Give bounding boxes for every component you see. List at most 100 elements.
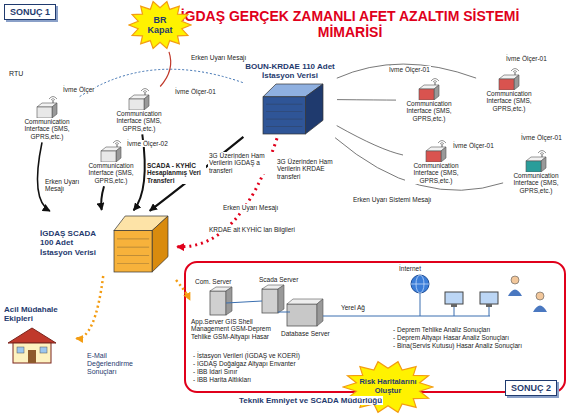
device-icon bbox=[438, 141, 446, 145]
annotation-label: Yerel Ağ bbox=[340, 304, 366, 311]
monitor bbox=[480, 292, 498, 304]
annotation-label: Com. Server bbox=[194, 278, 232, 285]
com-server-icon bbox=[210, 287, 232, 315]
house-icon bbox=[28, 350, 36, 363]
annotation-label: E-Mail Değerlendirme Sonuçları bbox=[86, 352, 148, 376]
annotation-label: Erken Uyarı Mesajı bbox=[44, 178, 90, 193]
starburst-shape bbox=[129, 2, 191, 49]
annotation-label: - İGDAŞ Doğalgaz Altyapı Envanter bbox=[192, 360, 297, 367]
device-label: Communication Interface (SMS, GPRS,etc.) bbox=[478, 90, 540, 112]
annotation-label: Database Server bbox=[280, 330, 331, 337]
server-tower bbox=[262, 289, 278, 313]
scada-icon bbox=[117, 255, 149, 256]
device-icon bbox=[514, 75, 519, 90]
device-icon bbox=[416, 78, 442, 100]
annotation-label: İnternet bbox=[398, 265, 422, 272]
computer-icons bbox=[445, 292, 498, 307]
user-icons bbox=[508, 276, 547, 312]
connector bbox=[335, 138, 503, 191]
house-label: Acil Müdahale Ekipleri bbox=[4, 305, 74, 323]
globe bbox=[411, 284, 429, 285]
server-icon bbox=[266, 119, 302, 120]
annotation-label: Scada Server bbox=[258, 276, 299, 283]
scada-heading: İGDAŞ SCADA 100 Adet İstasyon Verisi bbox=[40, 229, 106, 257]
device-icon bbox=[419, 89, 434, 100]
annotation-label: 3G Üzerinden Ham Verilerin İGDAŞ a trans… bbox=[208, 152, 274, 174]
device-icon bbox=[431, 79, 439, 83]
server-icon bbox=[266, 126, 302, 127]
device-icon bbox=[499, 79, 514, 90]
globe bbox=[411, 275, 429, 293]
device-icon bbox=[441, 147, 446, 162]
person bbox=[533, 306, 547, 313]
device-label: Communication Interface (SMS, GPRS,etc.) bbox=[505, 172, 567, 194]
annotation-label: İvme Ölçer-01 bbox=[388, 66, 431, 73]
annotation-label: - İBB İdari Sınır bbox=[192, 368, 238, 375]
annotation-label: İvme Ölçer-02 bbox=[126, 140, 169, 147]
communication-device: Communication Interface (SMS, GPRS,etc.) bbox=[16, 96, 78, 140]
connector bbox=[76, 276, 103, 338]
device-label: Communication Interface (SMS, GPRS,etc.) bbox=[16, 118, 78, 140]
scada-server: İGDAŞ SCADA 100 Adet İstasyon Verisi bbox=[40, 212, 175, 274]
annotation-label: Erken Uyarı Mesajı bbox=[222, 204, 279, 211]
annotation-label: - Deprem Altyapı Hasar Analiz Sonuçları bbox=[392, 334, 510, 341]
result-tag: SONUÇ 1 bbox=[4, 4, 56, 20]
device-icon bbox=[34, 96, 60, 118]
device-icon bbox=[144, 95, 149, 110]
device-icon bbox=[541, 157, 546, 172]
scada-icon bbox=[117, 247, 149, 248]
database-box bbox=[287, 304, 317, 326]
device-icon bbox=[434, 85, 439, 100]
connector bbox=[101, 186, 104, 210]
starburst-label: Risk Haritalarını Oluştur bbox=[358, 378, 418, 395]
communication-device: Communication Interface (SMS, GPRS,etc.) bbox=[108, 88, 170, 132]
communication-device: Communication Interface (SMS, GPRS,etc.) bbox=[398, 78, 460, 122]
annotation-label: İvme Ölçer-01 bbox=[452, 142, 495, 149]
annotation-label: İvme Ölçer-01 bbox=[520, 134, 563, 141]
server-node: BOUN-KRDAE 110 Adet İstasyon Verisi bbox=[245, 62, 335, 136]
server-tower bbox=[226, 287, 232, 315]
database-icon bbox=[287, 299, 323, 326]
scada-icon bbox=[117, 263, 149, 264]
device-icon bbox=[98, 140, 124, 162]
house-icon bbox=[8, 328, 56, 343]
scada-icon bbox=[152, 216, 168, 272]
annotation-label: App.Server GIS Shell Management GSM-Depr… bbox=[190, 318, 280, 340]
annotation-label: - İBB Harita Altlıkları bbox=[192, 376, 252, 383]
connector bbox=[337, 64, 476, 78]
device-icon bbox=[523, 150, 549, 172]
device-icon bbox=[426, 151, 441, 162]
starburst: Risk Haritalarını Oluştur bbox=[342, 360, 434, 414]
server-icon bbox=[263, 97, 305, 134]
device-icon bbox=[129, 99, 144, 110]
annotation-label: 3G Üzerinden Ham Verilerin KRDAE transfe… bbox=[276, 158, 340, 180]
device-icon bbox=[113, 141, 121, 145]
device-icon bbox=[101, 151, 116, 162]
annotation-label: Erken Uyarı Mesajı bbox=[190, 54, 247, 61]
internet-globe bbox=[411, 275, 429, 293]
device-icon bbox=[49, 97, 57, 101]
device-icon bbox=[526, 161, 541, 172]
response-house: Acil Müdahale Ekipleri bbox=[4, 305, 74, 365]
device-icon bbox=[538, 151, 546, 155]
email-link bbox=[176, 280, 190, 300]
person bbox=[536, 292, 544, 300]
database-box bbox=[317, 299, 323, 326]
connector bbox=[160, 52, 171, 87]
connector bbox=[37, 142, 49, 211]
scada-icon bbox=[117, 238, 149, 239]
annotation-label: İvme Ölçer-01 bbox=[505, 55, 548, 62]
device-icon bbox=[141, 89, 149, 93]
starburst: BR Kapat bbox=[128, 0, 192, 50]
annotation-label: Teknik Emniyet ve SCADA Müdürlüğü bbox=[238, 396, 383, 405]
scada-icon bbox=[114, 231, 152, 272]
starburst-label: BR Kapat bbox=[143, 15, 177, 36]
device-icon bbox=[423, 140, 449, 162]
annotation-label: - Bina(Servis Kutusu) Hasar Analiz Sonuç… bbox=[392, 342, 523, 349]
scada-text-wrap: İGDAŞ SCADA 100 Adet İstasyon Verisi bbox=[40, 229, 106, 257]
server-heading: BOUN-KRDAE 110 Adet İstasyon Verisi bbox=[245, 62, 335, 80]
house-icon bbox=[17, 347, 24, 353]
annotation-label: KRDAE ait KYHİC lan Bilgileri bbox=[208, 226, 318, 233]
device-icon bbox=[126, 88, 152, 110]
result-label: SONUÇ 1 bbox=[10, 7, 50, 17]
